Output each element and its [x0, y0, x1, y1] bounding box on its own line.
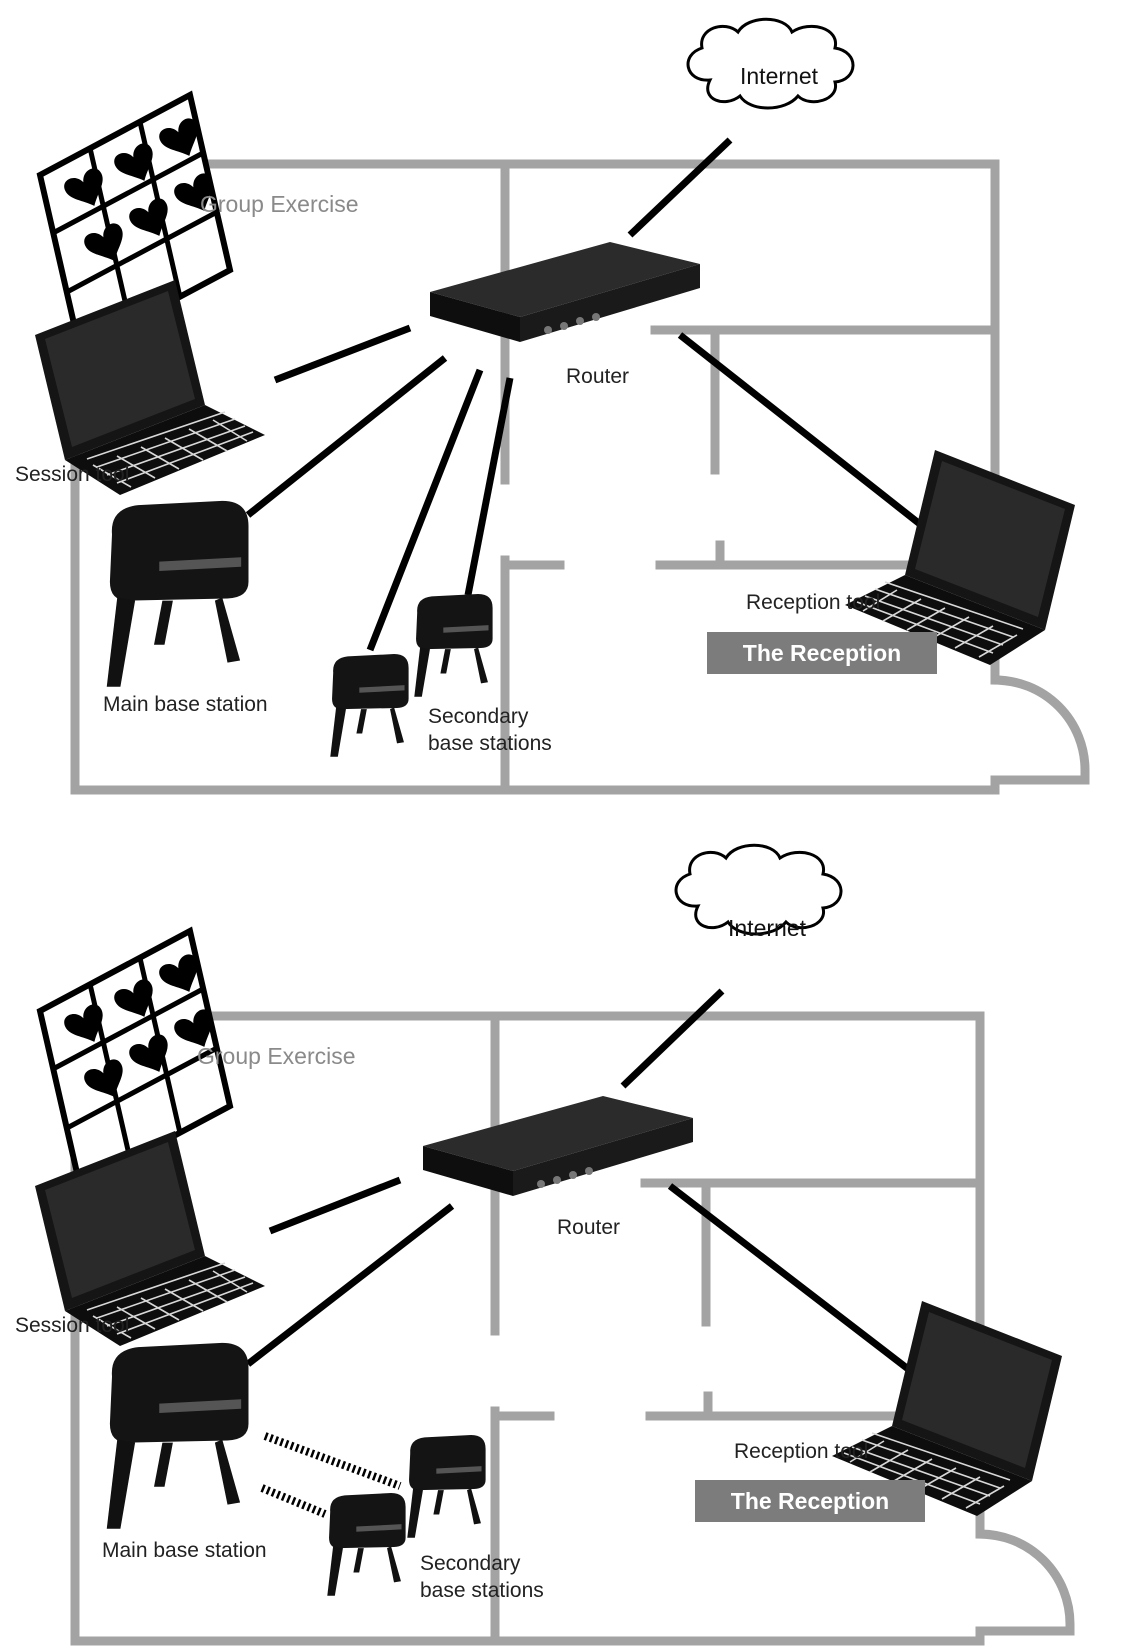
main-base-station-label: Main base station	[103, 693, 268, 716]
reception-room-label: The Reception	[707, 632, 937, 674]
link-router-secondary-base-1	[366, 368, 484, 652]
link-router-secondary-base-2	[464, 377, 514, 596]
secondary-base-stations-label-line2: base stations	[428, 732, 552, 755]
diagram-panel-wired: Internet Group Exercise Router Session t…	[0, 0, 1143, 825]
router-label: Router	[557, 1216, 621, 1239]
link-router-internet	[620, 988, 725, 1089]
link-router-reception-tool	[677, 332, 933, 535]
secondary-base-stations-label-line1: Secondary	[420, 1552, 521, 1575]
link-router-reception-tool	[667, 1183, 928, 1385]
session-tool-label: Session tool	[15, 463, 130, 486]
network-links	[245, 137, 933, 652]
secondary-base-station-icon	[407, 1435, 486, 1538]
reception-tool-label: Reception tool	[746, 591, 881, 614]
network-links	[245, 988, 928, 1385]
secondary-base-stations-label-line2: base stations	[420, 1579, 544, 1602]
reception-room-label: The Reception	[695, 1480, 925, 1522]
link-router-session-tool	[268, 1176, 402, 1235]
link-router-internet	[627, 137, 733, 238]
link-router-session-tool	[273, 324, 412, 384]
secondary-base-stations-label-line1: Secondary	[428, 705, 529, 728]
secondary-base-station-icon	[414, 594, 493, 697]
internet-label: Internet	[728, 915, 806, 941]
reception-tool-label: Reception tool	[734, 1440, 869, 1463]
wireless-link-main-to-secondary-2	[260, 1484, 327, 1518]
main-base-station-label: Main base station	[102, 1539, 267, 1562]
room-label: Group Exercise	[200, 191, 359, 217]
wireless-link-main-to-secondary-1	[263, 1432, 402, 1490]
floorplan-svg	[34, 843, 1075, 1646]
link-router-main-base	[245, 355, 448, 518]
internet-label: Internet	[740, 63, 818, 89]
secondary-base-station-icon	[330, 654, 409, 757]
secondary-base-station-icon	[327, 1493, 406, 1596]
floorplan-svg	[34, 17, 1090, 795]
main-base-station-icon	[106, 500, 249, 687]
room-label: Group Exercise	[197, 1043, 356, 1069]
session-tool-label: Session tool	[15, 1314, 130, 1337]
main-base-station-icon	[106, 1342, 249, 1529]
router-label: Router	[566, 365, 630, 388]
wireless-links	[260, 1432, 402, 1518]
link-router-main-base	[245, 1203, 455, 1367]
diagram-panel-wireless: Internet Group Exercise Router Session t…	[0, 826, 1143, 1651]
